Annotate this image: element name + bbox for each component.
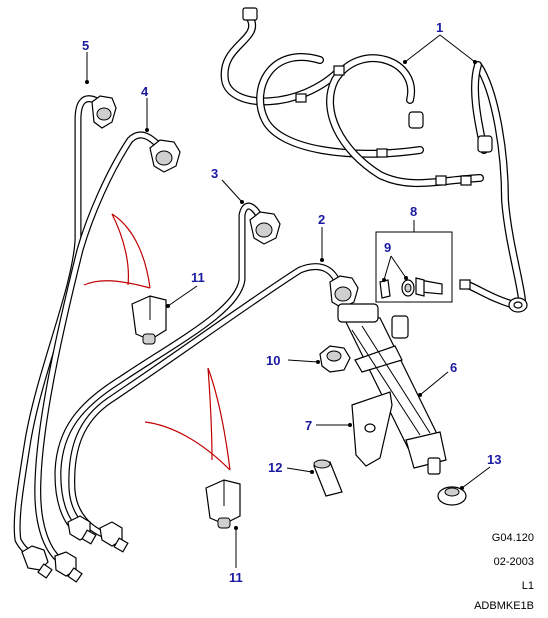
callout-11-lower: 11 — [229, 570, 243, 585]
diagram-code: ADBMKE1B — [474, 600, 534, 612]
leader-lines — [85, 34, 491, 568]
callout-12: 12 — [268, 460, 282, 475]
callout-7: 7 — [305, 418, 312, 433]
callout-11-upper: 11 — [191, 270, 205, 285]
diagram-level: L1 — [521, 580, 534, 592]
diagram-reference: G04.120 — [491, 532, 534, 544]
callout-labels: 1 2 3 4 5 6 7 8 9 10 11 11 12 13 — [82, 20, 501, 585]
diagram-date: 02-2003 — [493, 556, 534, 568]
nut — [319, 345, 351, 373]
callout-10: 10 — [266, 353, 280, 368]
pipe-5-nut — [91, 95, 117, 129]
callout-5: 5 — [82, 38, 89, 53]
clip-position-outlines — [83, 213, 231, 471]
sleeve — [313, 459, 343, 497]
injector-clamp — [351, 391, 393, 467]
pipe-end-nuts — [21, 515, 129, 583]
bolt-kit-box — [375, 231, 453, 303]
pipe-3-nut — [249, 211, 281, 245]
callout-8: 8 — [410, 204, 417, 219]
callout-2: 2 — [318, 212, 325, 227]
fuel-injector — [337, 303, 447, 475]
callout-6: 6 — [450, 360, 457, 375]
callout-4: 4 — [141, 84, 149, 99]
sealing-washer — [437, 486, 467, 506]
callout-13: 13 — [487, 452, 501, 467]
pipe-2-nut — [329, 275, 359, 309]
pipe-clip-upper — [131, 295, 167, 345]
leak-off-hose-assembly — [220, 7, 528, 313]
injector-pipes — [13, 95, 359, 583]
callout-3: 3 — [211, 166, 218, 181]
callout-9: 9 — [384, 240, 391, 255]
pipe-clip-lower — [205, 479, 241, 529]
callout-1: 1 — [436, 20, 443, 35]
pipe-4-nut — [149, 139, 181, 173]
